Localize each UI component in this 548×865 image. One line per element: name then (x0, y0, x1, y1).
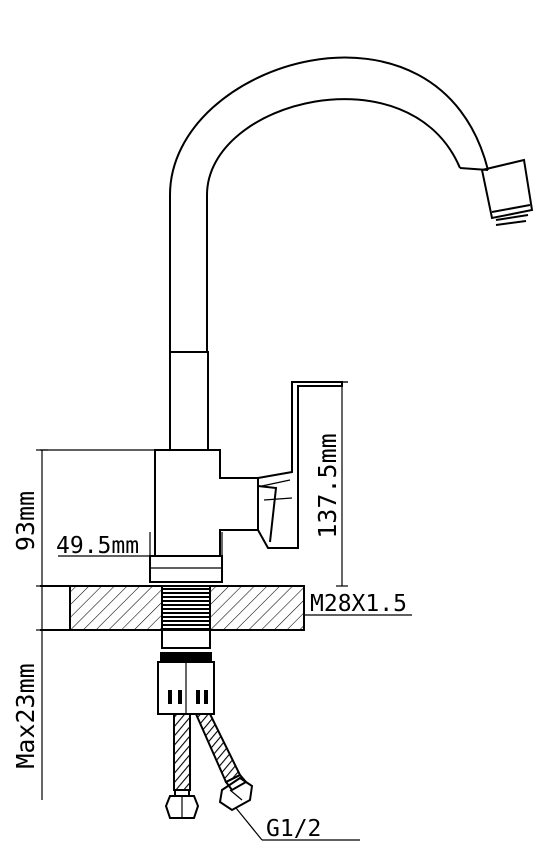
dim-max23mm: Max23mm (11, 586, 48, 800)
hose-connection-label: G1/2 (266, 816, 321, 842)
lever-handle (257, 381, 343, 549)
threaded-shank (161, 585, 211, 631)
mounting-nut (157, 652, 215, 715)
thread-label: M28X1.5 (310, 591, 407, 617)
dim-137-5mm: 137.5mm (298, 381, 348, 587)
hose-ports (168, 690, 208, 704)
hose-end-nut-right (218, 773, 254, 812)
spout (169, 56, 534, 352)
dim-93mm-label: 93mm (11, 491, 40, 551)
dim-49-5mm: 49.5mm (56, 532, 223, 560)
aerator (480, 158, 534, 226)
dim-max23mm-label: Max23mm (11, 663, 40, 768)
dim-93mm: 93mm (11, 449, 155, 587)
dim-thread: M28X1.5 (304, 591, 412, 617)
base-flange (149, 555, 223, 583)
braided-hoses (173, 713, 242, 791)
faucet-body (154, 449, 259, 557)
hose-end-nut-left (164, 789, 200, 819)
shank-lower (161, 629, 211, 649)
spout-collar (169, 351, 209, 451)
dim-hose-connection: G1/2 (235, 807, 360, 842)
dim-49-5mm-label: 49.5mm (56, 533, 139, 559)
dim-137-5mm-label: 137.5mm (313, 433, 342, 538)
